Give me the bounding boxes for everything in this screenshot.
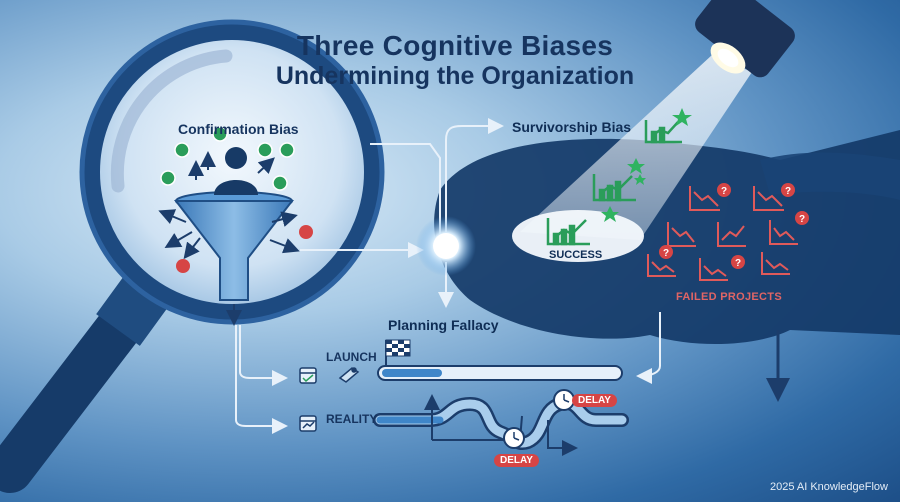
delay-badge-1: DELAY bbox=[572, 394, 617, 407]
hand-finger bbox=[760, 152, 900, 200]
star-icons bbox=[601, 108, 692, 222]
success-label: SUCCESS bbox=[549, 249, 603, 261]
svg-text:?: ? bbox=[663, 248, 669, 259]
spotlight-beam bbox=[520, 55, 752, 240]
spotlight-pool bbox=[512, 210, 644, 262]
clock-icon-2 bbox=[503, 427, 525, 449]
svg-text:?: ? bbox=[799, 214, 805, 225]
failed-projects-label: FAILED PROJECTS bbox=[676, 291, 782, 303]
title-line-2: Undermining the Organization bbox=[275, 62, 635, 90]
person-icon bbox=[214, 147, 258, 195]
reality-label: REALITY bbox=[326, 412, 378, 426]
title-line-1: Three Cognitive Biases bbox=[296, 30, 614, 61]
reality-path bbox=[373, 396, 629, 450]
check-icon-group bbox=[160, 126, 295, 191]
rocket-icon bbox=[338, 367, 360, 383]
question-marks: ????? bbox=[663, 186, 805, 269]
question-icons bbox=[659, 183, 809, 269]
finish-flag-icon bbox=[385, 339, 411, 366]
calendar-icon-launch bbox=[299, 367, 317, 384]
survivorship-bias-label: Survivorship Bias bbox=[512, 119, 632, 135]
x-icon-group bbox=[176, 225, 313, 273]
launch-label: LAUNCH bbox=[326, 350, 377, 364]
clock-icon-1 bbox=[553, 389, 575, 411]
launch-bar bbox=[377, 365, 623, 381]
calendar-icon-reality bbox=[299, 415, 317, 432]
connector-lines bbox=[235, 118, 661, 434]
planning-fallacy-label: Planning Fallacy bbox=[388, 317, 499, 333]
svg-text:?: ? bbox=[721, 186, 727, 197]
spotlight-lamp bbox=[695, 0, 795, 78]
svg-text:?: ? bbox=[785, 186, 791, 197]
scatter-arrows bbox=[158, 151, 300, 260]
confirmation-bias-label: Confirmation Bias bbox=[178, 121, 299, 137]
svg-text:?: ? bbox=[735, 258, 741, 269]
success-chart-icons bbox=[546, 120, 682, 246]
delay-badge-2: DELAY bbox=[494, 454, 539, 467]
footer-credit: 2025 AI KnowledgeFlow bbox=[769, 481, 888, 493]
central-orb bbox=[433, 233, 459, 259]
